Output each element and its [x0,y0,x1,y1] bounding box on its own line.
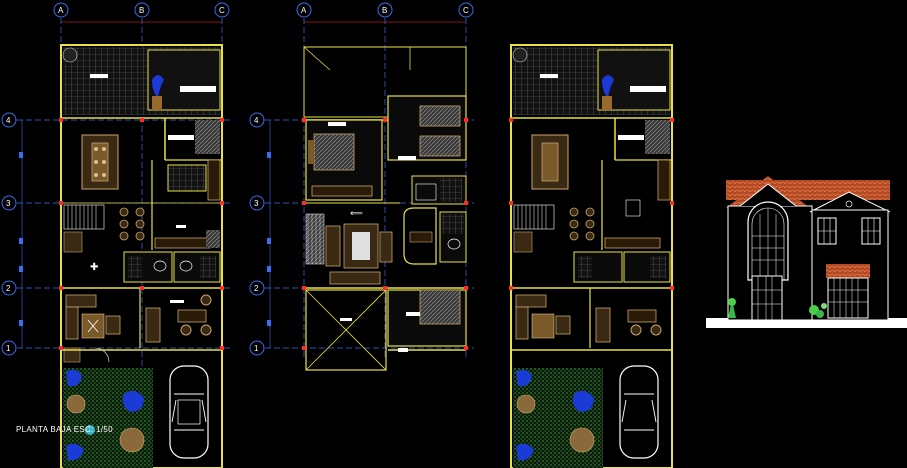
grid-col-c: C [463,6,469,15]
drawing-caption: PLANTA BAJA ESC: 1/50 [16,425,113,434]
grid-bubbles-plan-1 [1,2,230,356]
grid-labels-plan-2: A B C 4 3 2 1 [254,6,469,353]
car-icon [169,365,209,459]
grid-row-4: 4 [254,116,259,125]
grid-col-a: A [58,6,64,15]
grid-row-1: 1 [254,344,259,353]
svg-text:⟸: ⟸ [350,208,363,218]
grid-row-1: 1 [6,344,11,353]
grid-col-b: B [382,6,387,15]
grid-row-4: 4 [6,116,11,125]
grid-row-3: 3 [6,199,11,208]
grid-row-2: 2 [254,284,259,293]
grid-bubbles-plan-2 [249,2,474,356]
grid-col-c: C [219,6,225,15]
dimension-ticks [59,118,468,350]
grid-row-2: 2 [6,284,11,293]
dining-table-icon [81,134,119,190]
grid-labels-plan-1: A B C 4 3 2 1 [6,6,225,353]
stair-icon [63,204,105,253]
grid-col-a: A [301,6,307,15]
bed-icon [308,133,355,171]
tree-icon [728,298,827,318]
plan-upper-floor: ⟸ [256,18,474,371]
plan-ground-floor: ✚ [8,18,230,468]
plan-ground-floor-copy [509,44,674,468]
sofa-icon [65,294,121,340]
facade-elevation [706,176,907,328]
grid-row-3: 3 [254,199,259,208]
svg-text:✚: ✚ [90,262,98,273]
grid-col-b: B [139,6,144,15]
